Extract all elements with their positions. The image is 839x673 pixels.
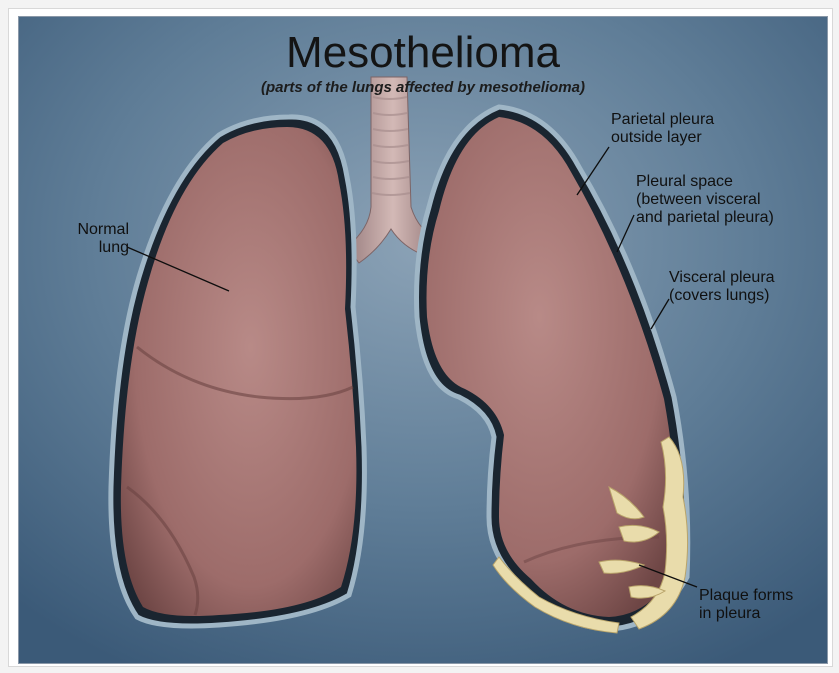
label-normal-lung: Normal lung xyxy=(59,221,129,257)
label-visceral-pleura: Visceral pleura (covers lungs) xyxy=(669,269,775,305)
mesothelioma-diagram: Mesothelioma (parts of the lungs affecte… xyxy=(18,16,828,664)
label-parietal-pleura: Parietal pleura outside layer xyxy=(611,111,714,147)
diagram-title: Mesothelioma xyxy=(19,31,827,75)
label-plaque: Plaque forms in pleura xyxy=(699,587,793,623)
diagram-subtitle: (parts of the lungs affected by mesothel… xyxy=(19,79,827,96)
label-pleural-space: Pleural space (between visceral and pari… xyxy=(636,173,774,227)
